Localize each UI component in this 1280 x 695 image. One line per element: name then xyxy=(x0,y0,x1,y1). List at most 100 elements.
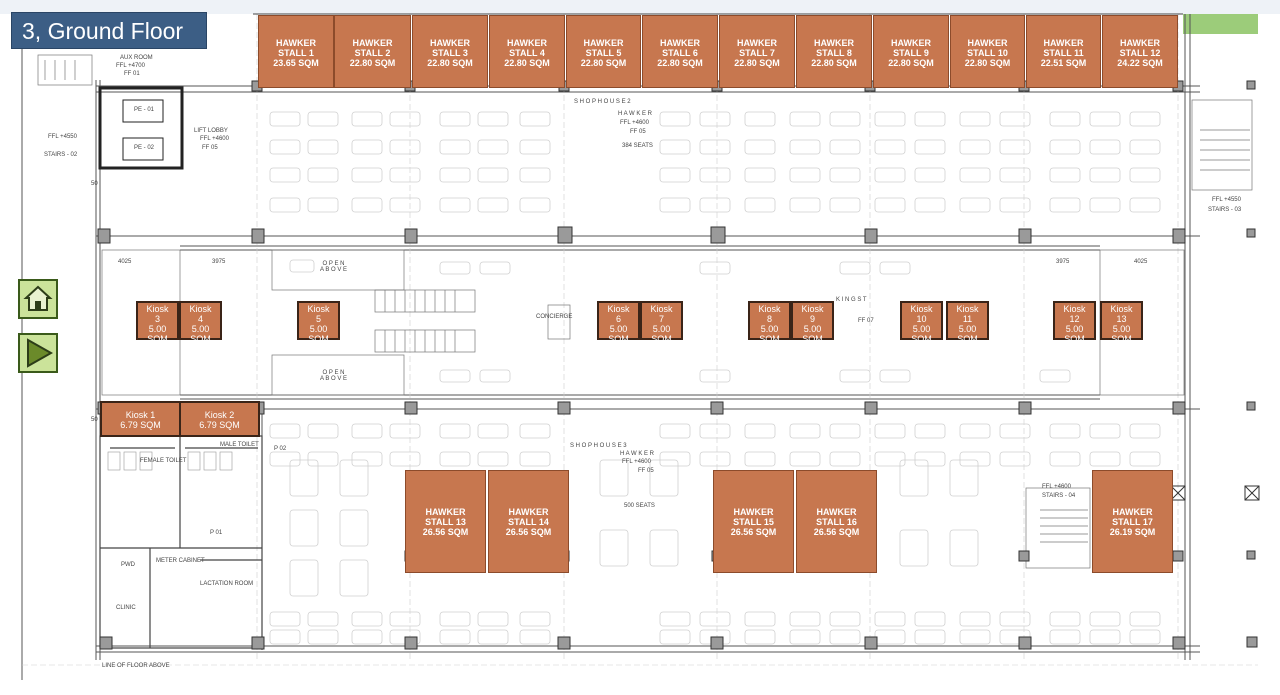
pwd-label: PWD xyxy=(121,562,135,568)
kiosk-area-unit: SQM xyxy=(1111,334,1132,344)
lift-core xyxy=(98,86,184,170)
stall-label: STALL 15 xyxy=(733,517,774,527)
stall-label: STALL 7 xyxy=(739,48,775,58)
stall-name: HAWKER xyxy=(891,38,931,48)
stall-area: 26.56 SQM xyxy=(422,527,469,537)
kiosk-label: Kiosk xyxy=(956,304,979,314)
ffl-label: FFL +4550 xyxy=(1212,197,1241,203)
stall-label: STALL 14 xyxy=(508,517,549,527)
shophouse-2-label: S H O P H O U S E 2 xyxy=(574,99,631,105)
hawker-label: H A W K E R xyxy=(618,111,653,117)
stall-area: 22.80 SQM xyxy=(734,58,780,68)
kiosk-area-unit: SQM xyxy=(308,334,329,344)
green-corner-area xyxy=(1183,14,1258,34)
line-of-floor-above-label: LINE OF FLOOR ABOVE xyxy=(102,663,170,669)
kiosk-label: Kiosk xyxy=(758,304,781,314)
kiosk-area-unit: SQM xyxy=(147,334,168,344)
stall-name: HAWKER xyxy=(507,38,547,48)
stall-label: STALL 8 xyxy=(816,48,852,58)
p-label: P 02 xyxy=(274,446,287,452)
kiosk-label: Kiosk xyxy=(650,304,673,314)
pe01-label: PE - 01 xyxy=(134,107,155,113)
kiosk-area-unit: SQM xyxy=(759,334,780,344)
stall-label: STALL 12 xyxy=(1119,48,1161,58)
home-icon xyxy=(23,285,53,311)
kiosk-area: 6.79 SQM xyxy=(120,420,161,430)
stall-name: HAWKER xyxy=(583,38,624,48)
stall-area: 26.56 SQM xyxy=(730,527,777,537)
ffl-label: FFL +4700 xyxy=(116,63,145,69)
kiosk-area: 5.00 xyxy=(1112,324,1131,334)
kiosk-label: Kiosk xyxy=(307,304,330,314)
stall-name: HAWKER xyxy=(814,38,854,48)
stall-area: 26.56 SQM xyxy=(813,527,860,537)
female-toilet-label: FEMALE TOILET xyxy=(140,458,187,464)
ffl-label: FFL +4600 xyxy=(200,136,229,142)
stairs-04-label: STAIRS - 04 xyxy=(1042,493,1076,499)
stall-label: STALL 13 xyxy=(425,517,466,527)
ff-label: FF 05 xyxy=(638,468,654,474)
stall-label: STALL 5 xyxy=(585,48,622,58)
kiosk-number: 5 xyxy=(315,314,321,324)
stall-area: 22.51 SQM xyxy=(1040,58,1087,68)
stall-label: STALL 16 xyxy=(816,517,857,527)
next-slide-button[interactable] xyxy=(18,333,58,373)
stall-area: 22.80 SQM xyxy=(504,58,550,68)
dimension-label: 50 xyxy=(91,417,98,423)
stall-name: HAWKER xyxy=(816,507,857,517)
kiosk-number: 11 xyxy=(962,314,973,324)
clinic-label: CLINIC xyxy=(116,605,136,611)
stall-label: STALL 9 xyxy=(893,48,929,58)
stall-area: 22.80 SQM xyxy=(964,58,1011,68)
dimension-label: 3975 xyxy=(212,259,226,265)
stall-name: HAWKER xyxy=(508,507,549,517)
stall-name: HAWKER xyxy=(967,38,1008,48)
kiosk-label: Kiosk 1 xyxy=(125,410,156,420)
home-button[interactable] xyxy=(18,279,58,319)
kiosk-label: Kiosk xyxy=(1110,304,1133,314)
kiosk-label: Kiosk xyxy=(801,304,824,314)
kiosk-area-unit: SQM xyxy=(957,334,978,344)
kiosk-label: Kiosk xyxy=(1063,304,1086,314)
stall-name: HAWKER xyxy=(737,38,777,48)
ffl-label: FFL +4550 xyxy=(48,134,77,140)
stall-label: STALL 6 xyxy=(662,48,698,58)
seats-500-label: 500 SEATS xyxy=(624,503,655,509)
stairs-02-label: STAIRS - 02 xyxy=(44,152,78,158)
kiosk-area-unit: SQM xyxy=(802,334,823,344)
kiosk-label: Kiosk xyxy=(146,304,169,314)
kiosk-number: 6 xyxy=(615,314,621,324)
dimension-label: 4025 xyxy=(118,259,132,265)
open-above-label: O P E N A B O V E xyxy=(320,261,348,273)
